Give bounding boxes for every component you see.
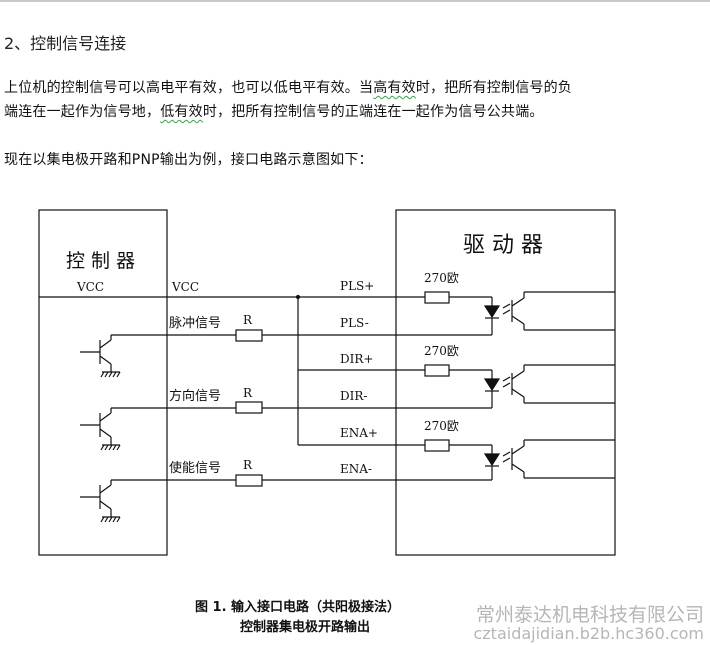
vcc-mid-label: VCC [171,280,199,294]
transistor-pulse [80,335,121,378]
paragraph-2-text-a: 端连在一起作为信号地， [4,104,161,120]
controller-title: 控 制 器 [66,250,135,272]
enable-signal-label: 使能信号 [169,460,221,476]
paragraph-1: 上位机的控制信号可以高电平有效，也可以低电平有效。当高有效时，把所有控制信号的负 [4,77,572,97]
watermark-url: cztaidajidian.b2b.hc360.com [473,624,704,643]
resistor-270-label-pls: 270欧 [424,271,459,285]
driver-box [395,209,616,556]
pls-plus-label: PLS+ [340,279,374,293]
paragraph-2: 端连在一起作为信号地，低有效时，把所有控制信号的正端连在一起作为信号公共端。 [4,101,544,121]
resistor-r-label-pulse: R [243,313,253,327]
resistor-r-pulse [235,329,263,342]
resistor-270-dir [424,364,450,377]
paragraph-1-text-a: 上位机的控制信号可以高电平有效，也可以低电平有效。当 [4,80,374,96]
controller-box [38,209,168,556]
paragraph-1-text-b: 时，把所有控制信号的负 [415,80,573,96]
section-heading: 2、控制信号连接 [4,34,127,53]
resistor-270-pls [424,291,450,304]
transistor-enable [80,480,121,523]
spellcheck-highlight: 高有效 [373,80,416,96]
pls-minus-label: PLS- [340,316,369,330]
paragraph-3: 现在以集电极开路和PNP输出为例，接口电路示意图如下： [4,152,373,168]
resistor-270-label-ena: 270欧 [424,419,459,433]
figure-caption-line-1: 图 1. 输入接口电路（共阳极接法） [195,600,401,615]
optocoupler-dir [483,364,615,404]
resistor-270-label-dir: 270欧 [424,344,459,358]
driver-title: 驱 动 器 [463,233,543,258]
direction-signal-label: 方向信号 [169,388,221,404]
dir-plus-label: DIR+ [340,352,373,366]
ena-plus-label: ENA+ [340,426,378,440]
spellcheck-highlight: 低有效 [160,104,203,120]
resistor-r-label-direction: R [243,386,253,400]
dir-minus-label: DIR- [340,389,367,403]
resistor-r-direction [235,401,263,414]
optocoupler-pls [483,291,615,331]
resistor-r-label-enable: R [243,458,253,472]
vcc-left-label: VCC [76,280,104,294]
paragraph-2-text-b: 时，把所有控制信号的正端连在一起作为信号公共端。 [202,104,544,120]
watermark-company: 常州泰达机电科技有限公司 [475,604,704,626]
top-border-line [0,0,710,2]
interface-circuit-diagram: 控 制 器 驱 动 器 VCC VCC 脉冲信号 方向信号 使能信号 R R R… [38,209,616,556]
resistor-r-enable [235,474,263,487]
transistor-direction [80,408,121,451]
pulse-signal-label: 脉冲信号 [169,316,221,331]
ena-minus-label: ENA- [340,462,372,476]
resistor-270-ena [424,439,450,452]
optocoupler-ena [483,439,615,479]
figure-caption-line-2: 控制器集电极开路输出 [240,620,371,635]
